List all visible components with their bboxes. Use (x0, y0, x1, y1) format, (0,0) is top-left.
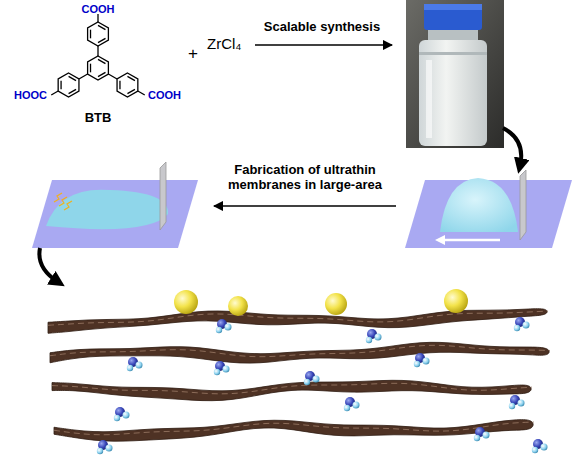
coated-panel (32, 162, 198, 248)
process-arrow (39, 248, 58, 282)
molecules (97, 289, 548, 454)
label-text: + (188, 44, 198, 64)
label-text: Fabrication of ultrathin membranes in la… (205, 163, 405, 193)
reaction-arrow (255, 44, 392, 46)
label-text: COOH (82, 3, 115, 16)
process-arrow (503, 128, 521, 166)
process-arrow (214, 205, 396, 207)
btb-structure (51, 14, 145, 97)
label-text: BTB (85, 111, 112, 126)
label-text: Scalable synthesis (264, 20, 380, 35)
vial-photo (406, 0, 504, 148)
coating-panel (405, 170, 572, 248)
label-text: HOOC (14, 89, 47, 102)
label-text: COOH (148, 89, 181, 102)
membrane-layers (48, 309, 550, 441)
label-text: ZrCl₄ (207, 35, 241, 52)
